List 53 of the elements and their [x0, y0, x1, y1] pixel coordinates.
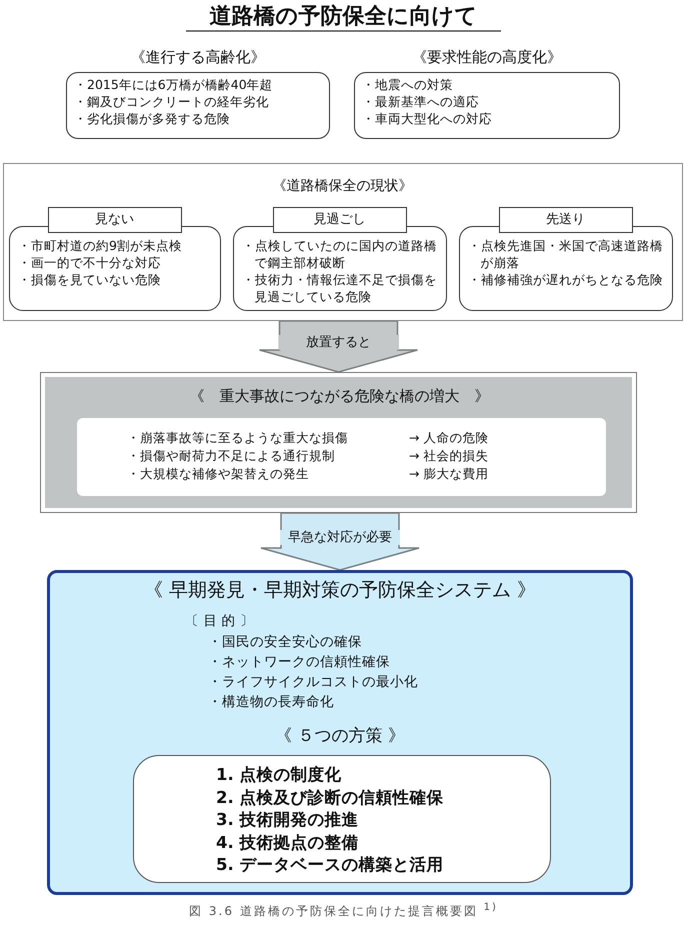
- panel-box: [47, 570, 633, 895]
- list-item: 3. 技術開発の推進: [216, 810, 358, 830]
- panel-box: [3, 163, 683, 321]
- bullet-text: ・点検していたのに国内の道路橋で鋼主部材破断: [242, 238, 438, 272]
- bullet-text: ・ネットワークの信頼性確保: [208, 654, 390, 670]
- panel-box: [40, 372, 637, 513]
- bullet-text: ・劣化損傷が多発する危険: [74, 110, 231, 128]
- panel-heading: 《 重大事故につながる危険な橋の増大 》: [188, 387, 490, 405]
- panel-heading: 《進行する高齢化》: [130, 48, 266, 66]
- section-heading: 〔 目 的 〕: [185, 613, 254, 630]
- list-item: 1. 点検の制度化: [216, 765, 342, 785]
- content-box: [77, 418, 606, 496]
- rounded-box: [459, 226, 673, 311]
- consequence-text: → 人命の危険: [409, 430, 488, 445]
- edge-label: 放置すると: [278, 334, 398, 350]
- bullet-text: ・画一的で不十分な対応: [18, 254, 162, 272]
- bullet-text: ・点検先進国・米国で高速道路橋が崩落: [468, 238, 664, 272]
- diagram-title: 道路橋の予防保全に向けて: [208, 4, 478, 30]
- rounded-box: [133, 755, 551, 883]
- bullet-text: ・地震への対策: [362, 77, 454, 94]
- list-item: 2. 点検及び診断の信頼性確保: [216, 788, 444, 808]
- section-heading: 《 ５つの方策 》: [274, 726, 406, 746]
- rounded-box: [9, 226, 221, 311]
- tab-box: [499, 207, 633, 233]
- bullet-text: ・鋼及びコンクリートの経年劣化: [74, 94, 270, 111]
- list-item: 5. データベースの構築と活用: [216, 855, 444, 875]
- bullet-text: ・崩落事故等に至るような重大な損傷: [127, 430, 348, 445]
- bullet-text: ・車両大型化への対応: [362, 110, 493, 128]
- bullet-text: ・最新基準への適応: [362, 94, 480, 111]
- panel-heading: 《 早期発見・早期対策の予防保全システム 》: [142, 579, 538, 602]
- bullet-text: ・補修補強が遅れがちとなる危険: [468, 272, 664, 289]
- tab-label: 見ない: [94, 212, 135, 228]
- consequence-text: → 膨大な費用: [409, 466, 488, 481]
- rounded-box: [233, 226, 447, 311]
- panel-heading: 《要求性能の高度化》: [411, 48, 563, 66]
- bullet-text: ・損傷を見ていない危険: [18, 272, 162, 289]
- tab-label: 先送り: [545, 212, 586, 228]
- tab-box: [48, 207, 182, 233]
- bullet-text: ・ライフサイクルコストの最小化: [208, 674, 418, 690]
- list-item: 4. 技術拠点の整備: [216, 832, 358, 852]
- edge-label: 早急な対応が必要: [280, 530, 400, 546]
- bullet-text: ・2015年には6万橋が橋齢40年超: [74, 77, 274, 94]
- bullet-text: ・損傷や耐荷力不足による通行規制: [127, 448, 335, 463]
- bullet-text: ・技術力・情報伝達不足で損傷を見過ごしている危険: [242, 272, 438, 306]
- bullet-text: ・市町村道の約9割が未点検: [18, 238, 183, 255]
- bullet-text: ・構造物の長寿命化: [208, 694, 334, 710]
- bullet-text: ・大規模な補修や架替えの発生: [127, 466, 309, 481]
- consequence-text: → 社会的損失: [409, 448, 488, 463]
- panel-heading: 《道路橋保全の現状》: [272, 178, 414, 195]
- figure-caption: 図 3.6 道路橋の予防保全に向けた提言概要図 $^{1)}$: [188, 902, 499, 918]
- tab-label: 見過ごし: [312, 212, 366, 228]
- bullet-text: ・国民の安全安心の確保: [208, 634, 362, 650]
- tab-box: [273, 207, 407, 233]
